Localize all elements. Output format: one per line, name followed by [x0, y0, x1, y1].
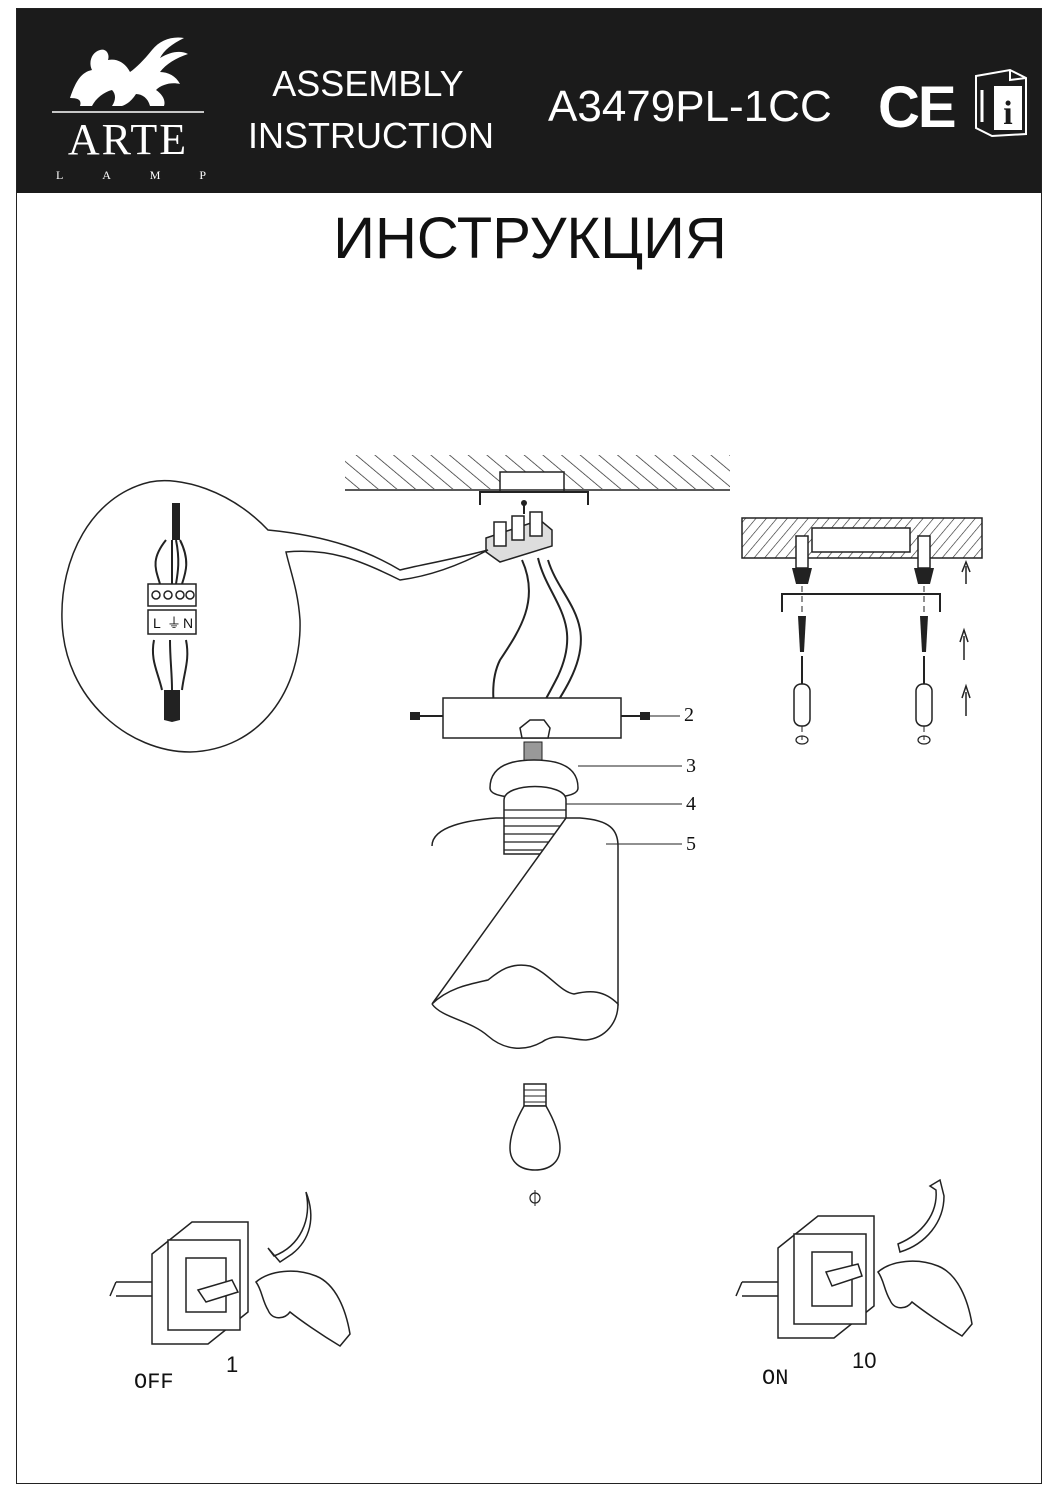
page-frame	[16, 8, 1042, 1484]
terminal-block	[485, 500, 553, 563]
brand-sub-letter: L	[56, 168, 64, 182]
callout-number: 5	[686, 833, 696, 855]
ce-mark: CE	[878, 75, 957, 140]
switch-off-label: OFF	[134, 1370, 174, 1395]
switch-on-illustration	[735, 1178, 973, 1339]
manual-info-icon: i	[975, 68, 1027, 138]
doc-type-line1: ASSEMBLY	[272, 63, 464, 104]
brand-sub-letter: M	[149, 168, 161, 182]
terminal-label-earth: ⏚	[167, 616, 181, 632]
mounting-detail	[741, 517, 983, 745]
terminal-label-l: L	[153, 615, 161, 631]
brand-sub-letter: P	[199, 168, 206, 182]
callout-number: 2	[684, 704, 694, 726]
wiring-detail-callout	[61, 479, 489, 753]
griffin-logo-icon	[52, 37, 204, 113]
brand-sub-letter: A	[102, 168, 111, 182]
canopy	[410, 697, 680, 739]
switch-on-label: ON	[762, 1366, 789, 1391]
lamp-cup	[489, 741, 682, 799]
ceiling	[345, 455, 730, 505]
brand-name: ARTE	[67, 115, 189, 164]
page-title: ИНСТРУКЦИЯ	[333, 206, 727, 271]
brand-subtitle: L A M P	[56, 168, 206, 183]
switch-on-step: 10	[852, 1348, 877, 1373]
terminal-label-n: N	[183, 615, 193, 631]
doc-type-line2: INSTRUCTION	[248, 115, 494, 156]
brand-logo: ARTE L A M P	[52, 28, 212, 182]
header-bar	[17, 9, 1041, 193]
model-number: A3479PL-1CC	[548, 82, 832, 131]
callout-number: 3	[686, 755, 696, 777]
glass-shade	[431, 817, 682, 1049]
switch-off-step: 1	[226, 1352, 239, 1377]
svg-text:i: i	[1003, 95, 1012, 132]
document-type: ASSEMBLY INSTRUCTION	[248, 58, 494, 162]
switch-off-illustration	[109, 1191, 351, 1347]
light-bulb-icon	[509, 1083, 561, 1206]
callout-number: 4	[686, 793, 696, 815]
